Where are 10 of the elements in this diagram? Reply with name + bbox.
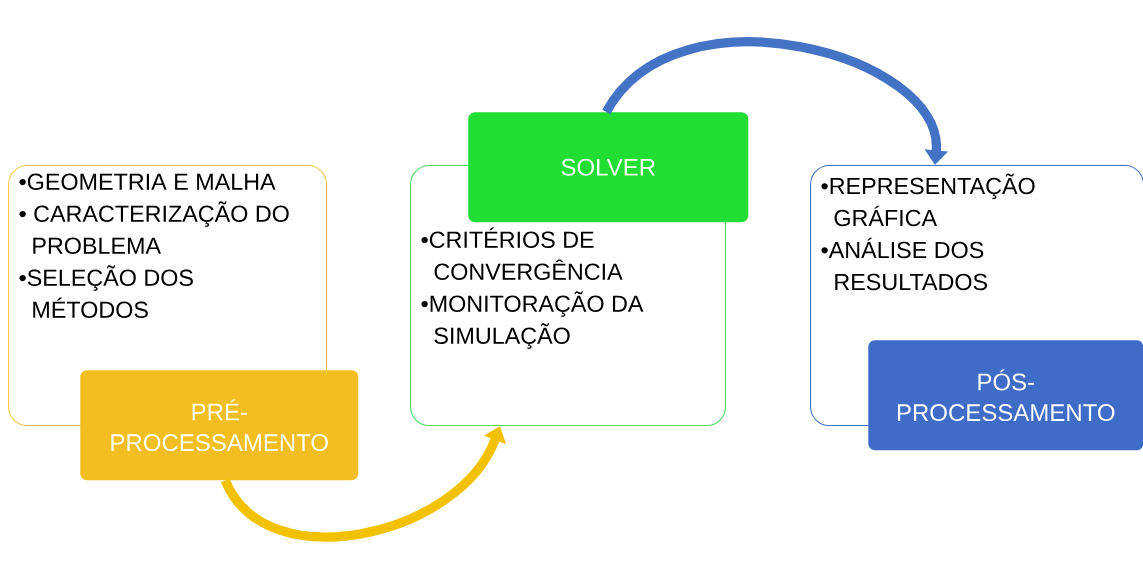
bullet-item: •REPRESENTAÇÃO GRÁFICA — [821, 173, 1035, 227]
stage-box: PRÉ- PROCESSAMENTO — [80, 370, 359, 481]
stage-box: SOLVER — [468, 112, 749, 223]
bullet-item: •ANÁLISE DOS RESULTADOS — [821, 237, 988, 291]
bullet-item: •MONITORAÇÃO DA SIMULAÇÃO — [421, 291, 644, 349]
stage-box: PÓS- PROCESSAMENTO — [868, 340, 1143, 451]
bullet-item: •SELEÇÃO DOS MÉTODOS — [19, 265, 193, 319]
bullet-item: •GEOMETRIA E MALHA — [19, 173, 276, 191]
bullet-item: •CRITÉRIOS DE CONVERGÊNCIA — [421, 227, 623, 280]
bullet-item: • CARACTERIZAÇÃO DO PROBLEMA — [19, 201, 289, 255]
